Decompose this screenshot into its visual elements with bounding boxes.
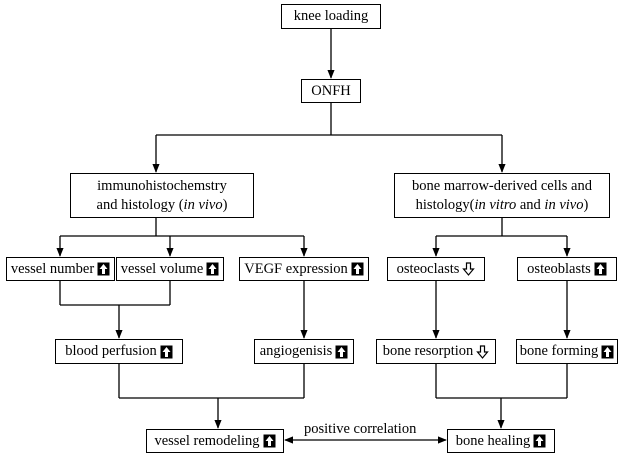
node-bm-line2-italic1: in vitro: [474, 196, 517, 213]
node-immuno-line2: and histology (in vivo): [97, 196, 228, 215]
node-osteoclasts-label: osteoclasts: [396, 260, 460, 277]
up-solid-arrow-icon: [351, 262, 364, 276]
node-immuno-line2-post: ): [222, 196, 228, 213]
node-bm-line2-post: ): [583, 196, 589, 213]
node-angiogenisis-label: angiogenisis: [259, 343, 333, 359]
node-bm-line2-mid: and: [516, 196, 545, 213]
down-hollow-arrow-icon: [462, 262, 476, 276]
node-blood-perfusion: blood perfusion: [55, 339, 183, 364]
node-bone-forming-label: bone forming: [519, 343, 599, 359]
node-onfh: ONFH: [301, 79, 361, 103]
node-bm-line2-italic2: in vivo: [544, 196, 584, 213]
up-solid-arrow-icon: [97, 262, 110, 276]
node-osteoblasts: osteoblasts: [517, 257, 617, 281]
up-solid-arrow-icon: [594, 262, 607, 276]
node-bm-line1: bone marrow-derived cells and: [412, 177, 592, 194]
node-bone-healing: bone healing: [447, 429, 555, 453]
node-angiogenisis: angiogenisis: [254, 339, 354, 364]
node-blood-perfusion-label: blood perfusion: [65, 343, 157, 359]
node-immuno-line2-italic: in vivo: [183, 196, 223, 213]
node-bone-resorption-label: bone resorption: [382, 343, 474, 359]
node-bone-marrow: bone marrow-derived cells and histology(…: [394, 173, 610, 218]
node-knee-loading: knee loading: [281, 4, 381, 29]
node-bone-forming: bone forming: [516, 339, 618, 364]
down-hollow-arrow-icon: [476, 344, 490, 359]
node-vessel-volume-label: vessel volume: [120, 260, 204, 277]
node-bm-line2-pre: histology(: [415, 196, 475, 213]
node-bone-healing-label: bone healing: [455, 432, 531, 449]
node-vessel-remodeling: vessel remodeling: [146, 429, 284, 453]
up-solid-arrow-icon: [335, 345, 348, 358]
up-solid-arrow-icon: [601, 345, 614, 358]
node-bm-line2: histology(in vitro and in vivo): [416, 196, 589, 215]
positive-correlation-label: positive correlation: [304, 421, 417, 438]
node-immuno-line2-pre: and histology (: [96, 196, 184, 213]
node-immunohistochemistry: immunohistochemstry and histology (in vi…: [70, 173, 254, 218]
up-solid-arrow-icon: [160, 345, 173, 358]
node-vessel-volume: vessel volume: [116, 257, 224, 281]
node-immuno-line1: immunohistochemstry: [97, 177, 227, 194]
node-vegf-expression: VEGF expression: [239, 257, 369, 281]
node-vessel-number: vessel number: [6, 257, 115, 281]
node-vegf-expression-label: VEGF expression: [244, 260, 348, 277]
up-solid-arrow-icon: [533, 434, 546, 448]
up-solid-arrow-icon: [263, 434, 276, 448]
node-vessel-number-label: vessel number: [10, 260, 95, 277]
node-osteoblasts-label: osteoblasts: [527, 260, 591, 277]
node-knee-loading-label: knee loading: [293, 8, 369, 24]
node-vessel-remodeling-label: vessel remodeling: [154, 432, 260, 449]
up-solid-arrow-icon: [206, 262, 219, 276]
node-osteoclasts: osteoclasts: [387, 257, 485, 281]
node-onfh-label: ONFH: [311, 82, 351, 99]
node-bone-resorption: bone resorption: [376, 339, 496, 364]
